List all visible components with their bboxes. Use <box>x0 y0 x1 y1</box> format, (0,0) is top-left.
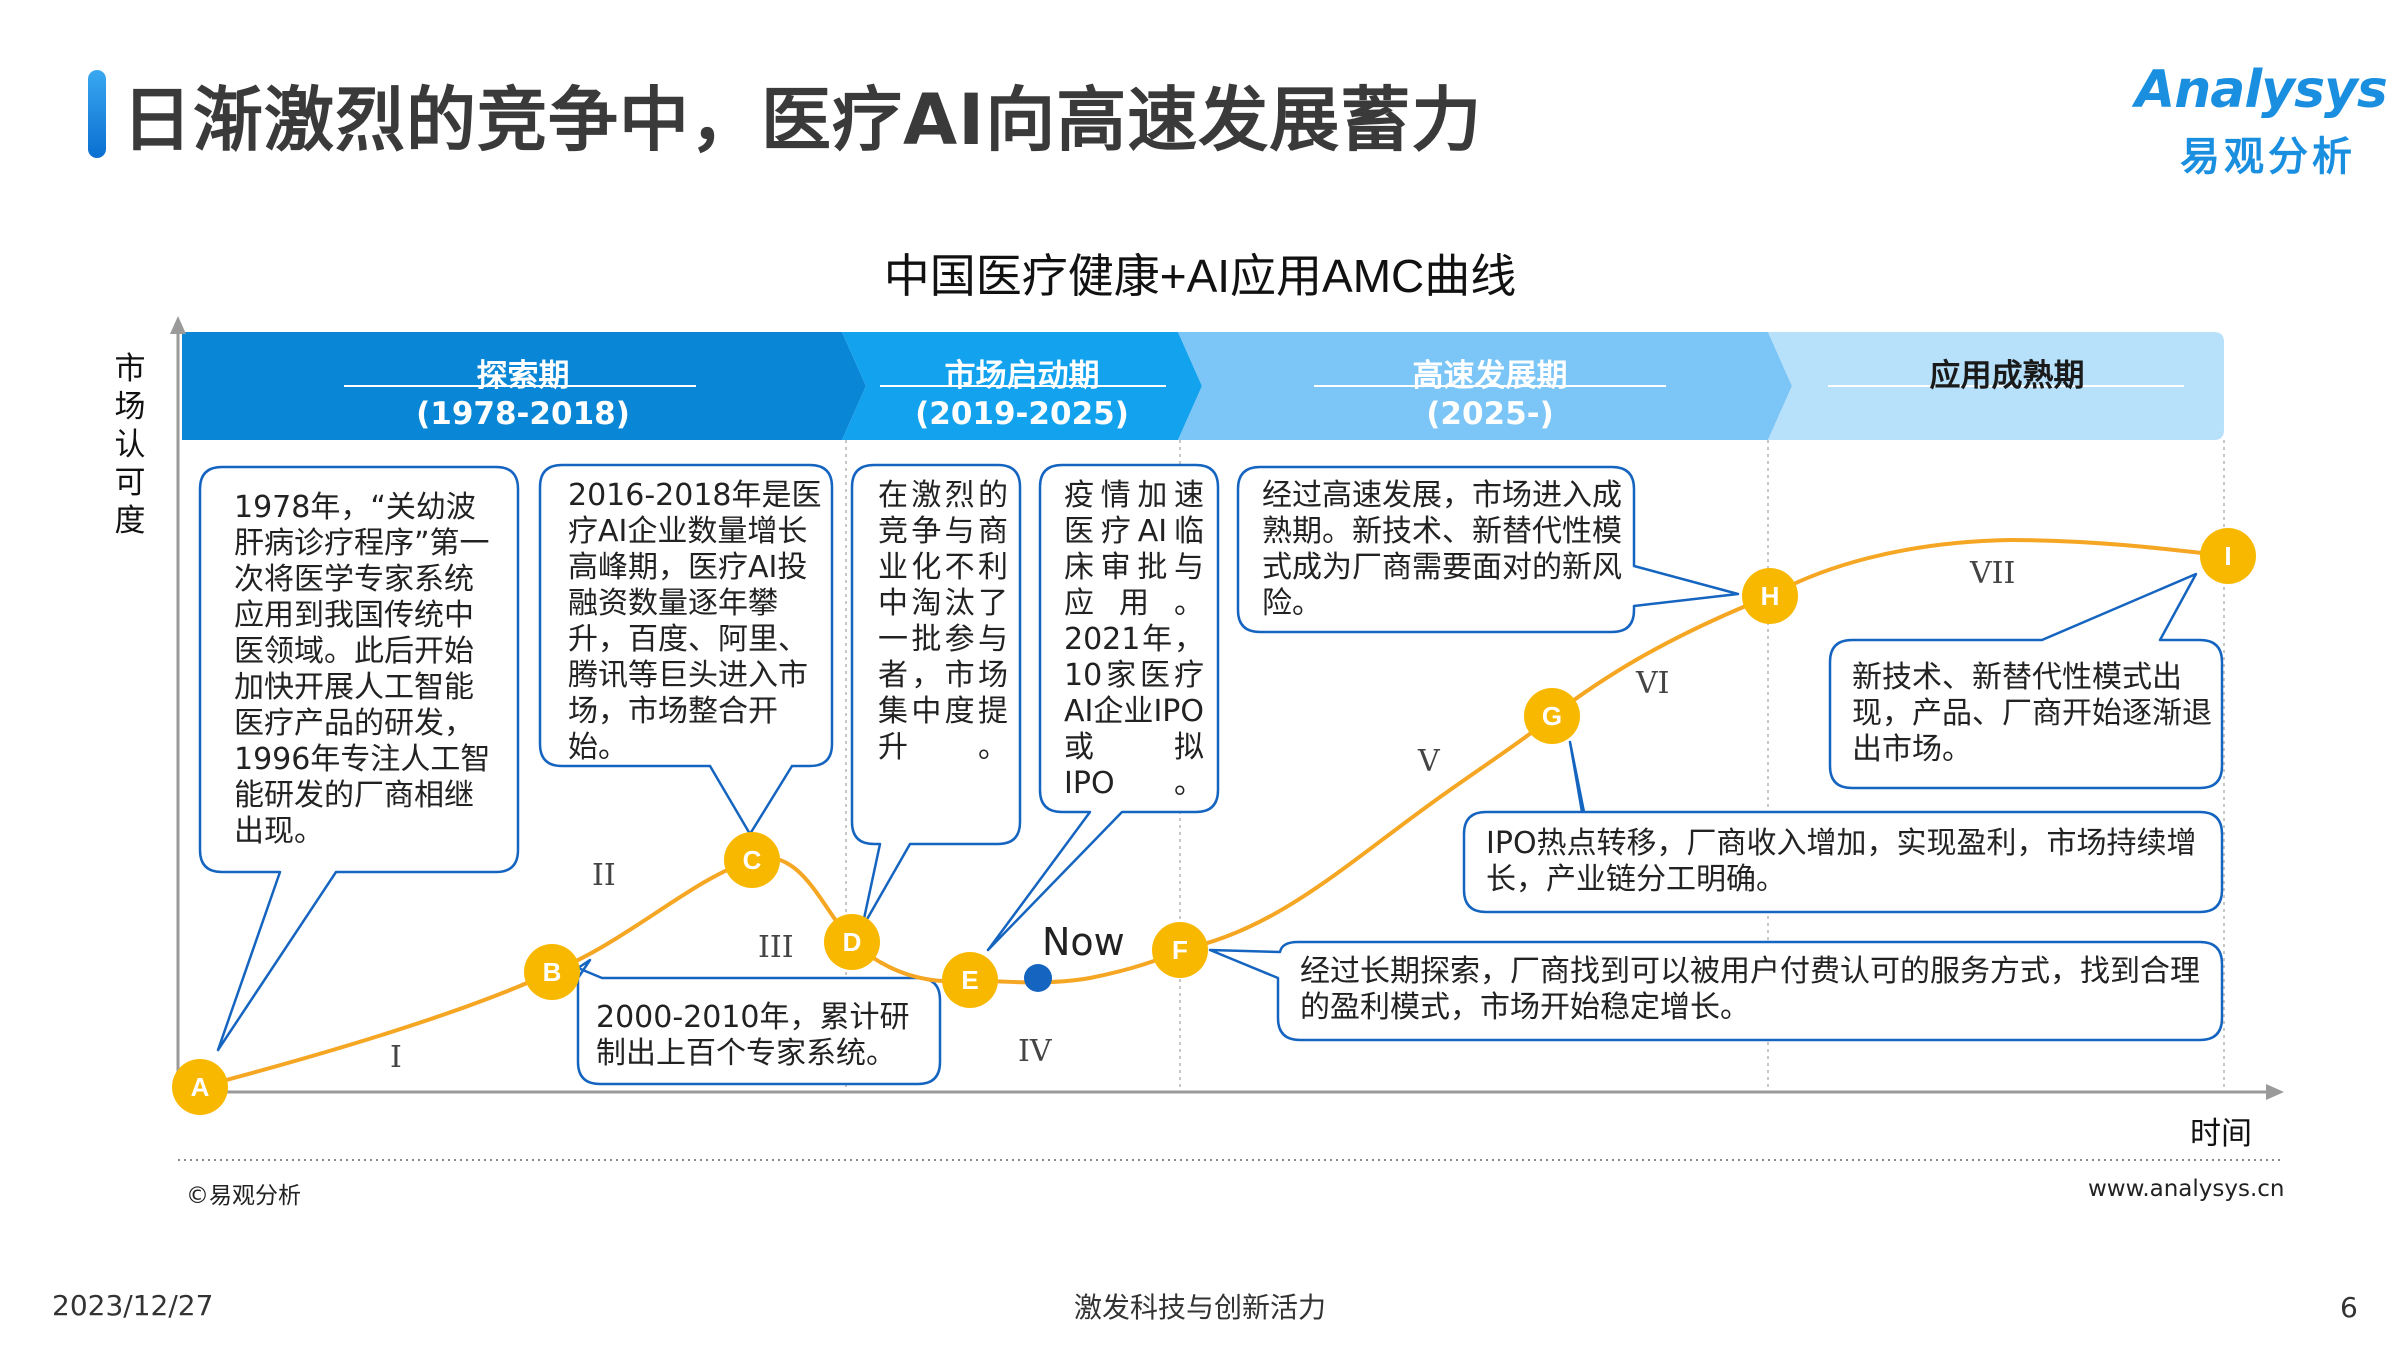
stage-name: 高速发展期 <box>1412 358 1568 394</box>
callout-a-text: 1978年，“关幼波肝病诊疗程序”第一次将医学专家系统应用到我国传统中医领域。此… <box>234 490 491 849</box>
callout-g-text: IPO热点转移，厂商收入增加，实现盈利，市场持续增长，产业链分工明确。 <box>1486 826 2197 897</box>
node-label-d: D <box>843 927 862 957</box>
stage-name: 市场启动期 <box>944 358 1100 394</box>
node-f <box>1152 922 1208 978</box>
phase-label: VII <box>1970 556 2016 591</box>
y-axis-label: 市场认可度 <box>114 351 146 539</box>
node-a <box>172 1059 228 1115</box>
callout-h-border <box>1236 465 1740 634</box>
callout-e-border <box>986 463 1220 952</box>
node-g <box>1524 688 1580 744</box>
node-label-f: F <box>1172 935 1188 965</box>
node-label-c: C <box>743 845 762 875</box>
x-axis-arrow <box>2266 1084 2284 1100</box>
stage-rapid-growth: 高速发展期 (2025-) <box>1200 334 1780 440</box>
logo-analysys: Analysys <box>2135 60 2388 120</box>
x-axis-label: 时间 <box>2190 1116 2252 1152</box>
node-e <box>942 952 998 1008</box>
node-h <box>1742 568 1798 624</box>
node-b <box>524 944 580 1000</box>
stage-maturity: 应用成熟期 <box>1790 334 2224 440</box>
node-c <box>724 832 780 888</box>
node-label-h: H <box>1761 581 1780 611</box>
callout-c-border <box>538 463 834 836</box>
node-d <box>824 914 880 970</box>
node-label-a: A <box>191 1072 210 1102</box>
page-number: 6 <box>2340 1291 2358 1324</box>
callout-e-text: 疫情加速医疗AI临床审批与应用。2021年，10家医疗AI企业IPO或拟IPO。 <box>1064 478 1204 801</box>
now-marker <box>1024 964 1052 992</box>
stage-years: (2019-2025) <box>915 396 1129 432</box>
stage-exploration: 探索期 (1978-2018) <box>182 334 864 440</box>
node-label-i: I <box>2224 541 2231 571</box>
phase-label: IV <box>1018 1034 1052 1069</box>
website: www.analysys.cn <box>2088 1176 2285 1202</box>
now-label: Now <box>1042 920 1125 964</box>
stage-years: (2025-) <box>1426 396 1554 432</box>
stage-launch: 市场启动期 (2019-2025) <box>866 334 1178 440</box>
logo-cn: 易观分析 <box>2180 134 2356 180</box>
callout-b-text: 2000-2010年，累计研制出上百个专家系统。 <box>596 1000 910 1071</box>
slogan: 激发科技与创新活力 <box>1073 1291 1326 1324</box>
phase-label: III <box>758 930 794 965</box>
phase-label: I <box>390 1040 402 1075</box>
callout-g-border <box>1462 740 2224 914</box>
curve-nodes: A B C D E F G H I <box>172 528 2256 1115</box>
node-label-e: E <box>961 965 978 995</box>
callout-f-border <box>1208 940 2224 1042</box>
title-accent-bar <box>88 70 106 158</box>
callout-a-border <box>198 465 520 1052</box>
node-i <box>2200 528 2256 584</box>
copyright: ©易观分析 <box>186 1183 301 1209</box>
callout-i-text: 新技术、新替代性模式出现，产品、厂商开始逐渐退出市场。 <box>1852 660 2212 767</box>
stage-years: (1978-2018) <box>416 396 630 432</box>
callout-c-text: 2016-2018年是医疗AI企业数量增长高峰期，医疗AI投融资数量逐年攀升，百… <box>568 478 822 765</box>
callout-d-text: 在激烈的竞争与商业化不利中淘汰了一批参与者，市场集中度提升。 <box>878 478 1008 765</box>
node-label-g: G <box>1542 701 1562 731</box>
callout-f-text: 经过长期探索，厂商找到可以被用户付费认可的服务方式，找到合理的盈利模式，市场开始… <box>1300 954 2200 1025</box>
phase-label: II <box>592 858 616 893</box>
y-axis-arrow <box>170 316 186 334</box>
phase-label: V <box>1418 744 1440 779</box>
callout-d-border <box>850 463 1022 930</box>
node-label-b: B <box>543 957 562 987</box>
callout-h-text: 经过高速发展，市场进入成熟期。新技术、新替代性模式成为厂商需要面对的新风险。 <box>1262 478 1622 621</box>
callout-i-border <box>1828 572 2224 790</box>
chart-title: 中国医疗健康+AI应用AMC曲线 <box>883 250 1517 302</box>
page-title: 日渐激烈的竞争中，医疗AI向高速发展蓄力 <box>122 79 1483 161</box>
date: 2023/12/27 <box>52 1289 214 1322</box>
stage-name: 探索期 <box>476 358 570 394</box>
phase-label: VI <box>1636 666 1670 701</box>
stage-name: 应用成熟期 <box>1929 358 2085 394</box>
